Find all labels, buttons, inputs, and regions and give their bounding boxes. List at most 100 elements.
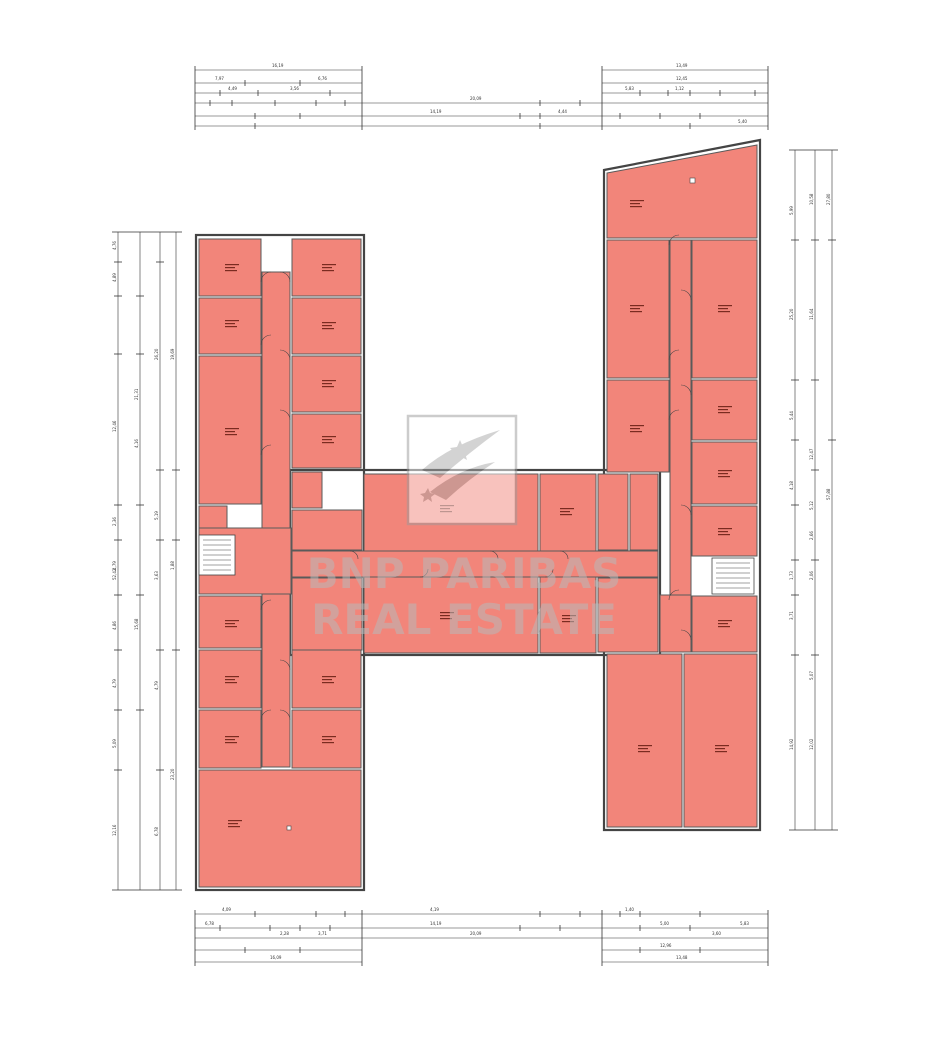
dim-label: 4,79 — [112, 561, 117, 570]
dim-label: 52,42 — [112, 568, 117, 580]
room — [198, 505, 228, 529]
room — [291, 577, 363, 651]
dim-label: 6,78 — [154, 827, 159, 836]
room-labels — [225, 200, 732, 828]
dim-label: 1,40 — [625, 907, 634, 912]
dim-label: 19,69 — [170, 348, 175, 360]
dim-label: 3,71 — [318, 931, 327, 936]
dimension-chain-bottom — [194, 910, 769, 966]
room — [659, 594, 692, 653]
room — [629, 473, 659, 551]
dim-label: 4,44 — [558, 109, 567, 114]
dim-label: 12,45 — [676, 76, 688, 81]
dim-label: 12,47 — [809, 448, 814, 460]
dim-label: 20,09 — [470, 931, 482, 936]
room — [198, 595, 262, 649]
room — [606, 144, 758, 239]
dim-label: 6,76 — [318, 76, 327, 81]
dim-label: 12,96 — [660, 943, 672, 948]
dim-label: 5,40 — [738, 119, 747, 124]
room — [597, 577, 659, 653]
dim-label: 12,46 — [112, 420, 117, 432]
dim-label: 4,76 — [112, 241, 117, 250]
room — [539, 473, 597, 552]
dim-label: 4,19 — [430, 907, 439, 912]
dim-label: 23,20 — [170, 768, 175, 780]
dim-label: 7,97 — [215, 76, 224, 81]
dim-label: 13,49 — [676, 63, 688, 68]
dim-label: 15,68 — [134, 618, 139, 630]
stairwell-right — [711, 557, 755, 595]
dim-label: 25,20 — [789, 308, 794, 320]
watermark: BNP PARIBAS REAL ESTATE — [307, 414, 622, 644]
dimension-labels-bottom: 4,09 6,78 2,28 3,71 16,09 4,19 20,09 14,… — [205, 907, 749, 960]
dim-label: 57,88 — [826, 488, 831, 500]
dim-label: 16,09 — [270, 955, 282, 960]
dimension-chain-left — [112, 231, 182, 891]
dim-label: 5,07 — [809, 671, 814, 680]
dim-label: 21,31 — [134, 388, 139, 400]
dim-label: 4,86 — [112, 621, 117, 630]
dimension-labels-left: 4,76 4,89 12,46 4,16 2,36 4,79 4,86 4,79… — [112, 241, 175, 836]
column-markers — [286, 177, 696, 831]
corridor — [291, 550, 659, 578]
room — [291, 413, 362, 469]
dim-label: 2,36 — [112, 517, 117, 526]
dim-label: 4,89 — [112, 273, 117, 282]
dim-label: 4,79 — [154, 681, 159, 690]
dim-label: 5,09 — [112, 739, 117, 748]
dim-label: 2,06 — [809, 571, 814, 580]
dim-label: 4,49 — [228, 86, 237, 91]
dim-label: 4,09 — [222, 907, 231, 912]
dim-label: 12,16 — [112, 824, 117, 836]
stairwells — [198, 534, 755, 595]
dim-label: 3,56 — [290, 86, 299, 91]
door-swings — [260, 234, 692, 721]
dim-label: 6,78 — [205, 921, 214, 926]
dim-label: 5,83 — [625, 86, 634, 91]
dim-label: 3,71 — [789, 611, 794, 620]
dim-label: 26,20 — [154, 348, 159, 360]
dim-label: 11,64 — [809, 308, 814, 320]
dim-label: 5,00 — [660, 921, 669, 926]
dim-label: 5,99 — [789, 206, 794, 215]
dim-label: 3,60 — [712, 931, 721, 936]
dimension-labels-right: 10,58 27,80 11,64 25,20 12,47 5,12 2,06 … — [789, 193, 831, 750]
dim-label: 10,58 — [809, 193, 814, 205]
room — [198, 355, 262, 505]
dim-label: 14,19 — [430, 921, 442, 926]
dim-label: 5,83 — [740, 921, 749, 926]
dim-label: 16,19 — [272, 63, 284, 68]
dimension-labels-top: 16,19 7,97 6,76 4,49 3,56 20,09 14,19 4,… — [215, 63, 747, 124]
dim-label: 14,19 — [430, 109, 442, 114]
dim-label: 1,73 — [789, 571, 794, 580]
dim-label: 1,88 — [170, 561, 175, 570]
dim-label: 1,12 — [675, 86, 684, 91]
room — [363, 576, 539, 654]
dim-label: 5,44 — [789, 411, 794, 420]
bnp-logo-icon — [406, 414, 518, 526]
dim-label: 13,48 — [676, 955, 688, 960]
dim-label: 3,63 — [154, 571, 159, 580]
corridor — [669, 239, 692, 653]
room — [291, 509, 363, 551]
room — [597, 473, 629, 551]
dim-label: 5,12 — [809, 501, 814, 510]
dim-label: 5,19 — [154, 511, 159, 520]
dimension-chain-top — [194, 66, 769, 130]
dim-label: 4,18 — [789, 481, 794, 490]
dim-label: 2,28 — [280, 931, 289, 936]
dim-label: 4,16 — [134, 439, 139, 448]
watermark-line-1: BNP PARIBAS — [307, 549, 622, 598]
dim-label: 12,02 — [809, 738, 814, 750]
room — [198, 769, 362, 888]
dim-label: 14,92 — [789, 738, 794, 750]
dim-label: 2,66 — [809, 531, 814, 540]
dim-label: 20,09 — [470, 96, 482, 101]
dim-label: 4,79 — [112, 679, 117, 688]
room — [606, 653, 683, 828]
room — [683, 653, 758, 828]
dim-label: 27,80 — [826, 193, 831, 205]
dimension-chain-right — [789, 149, 838, 831]
